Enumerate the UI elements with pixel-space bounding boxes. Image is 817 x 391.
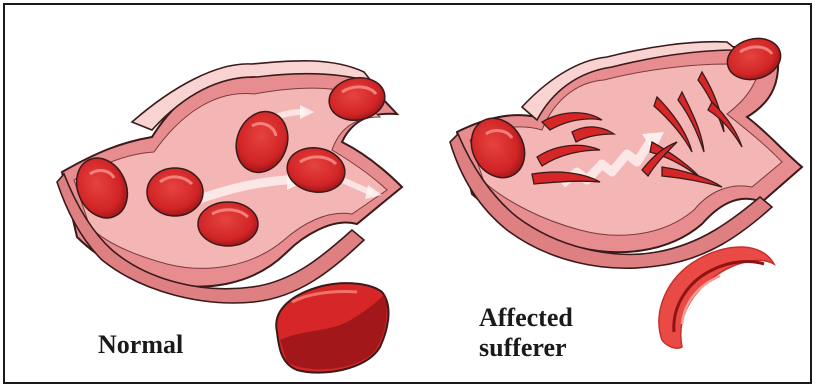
affected-sufferer-label: Affected sufferer bbox=[479, 303, 573, 363]
affected-label-line2: sufferer bbox=[479, 333, 573, 363]
affected-label-line1: Affected bbox=[479, 303, 573, 333]
normal-cell-closeup-icon bbox=[276, 283, 388, 372]
figure-frame: Normal Affected sufferer bbox=[3, 3, 812, 384]
normal-label: Normal bbox=[98, 330, 183, 360]
